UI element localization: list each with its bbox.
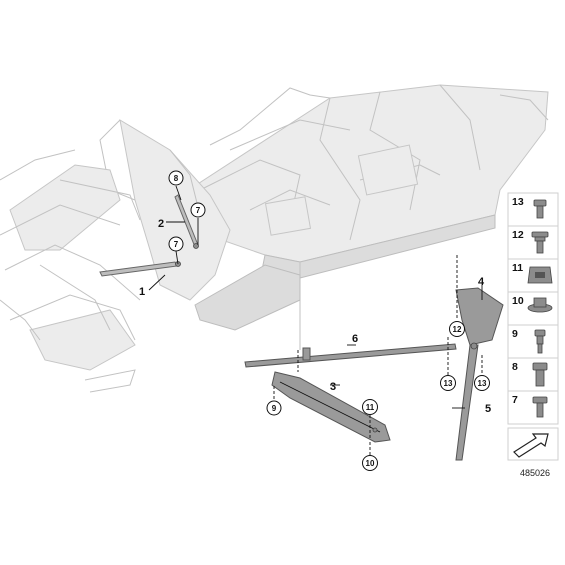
svg-text:7: 7 [196, 206, 201, 215]
flange-bolt-icon [531, 231, 549, 254]
circled-callouts: 8 7 7 9 11 10 12 13 [168, 170, 490, 471]
callout-5: 5 [485, 403, 491, 415]
callout-numbers: 1 2 3 4 5 6 [139, 218, 491, 415]
callout-1: 1 [139, 286, 145, 298]
svg-text:11: 11 [366, 403, 375, 412]
svg-text:13: 13 [444, 379, 453, 388]
svg-text:12: 12 [512, 229, 524, 241]
legend-row-10: 10 [507, 291, 559, 326]
part-4-bracket [455, 287, 504, 346]
circled-callout-9: 9 [266, 400, 282, 416]
part-6-cross-member [244, 343, 457, 368]
leader-lines [148, 185, 483, 455]
legend-row-12: 12 [507, 225, 559, 260]
svg-text:10: 10 [366, 459, 375, 468]
svg-text:12: 12 [453, 325, 462, 334]
svg-text:10: 10 [512, 295, 524, 307]
circled-callout-13-left: 13 [440, 375, 456, 391]
hex-bolt-icon [532, 362, 548, 387]
short-bolt-icon [532, 396, 548, 418]
legend-row-7: 7 [507, 390, 559, 425]
svg-text:13: 13 [512, 196, 524, 208]
svg-text:7: 7 [174, 240, 179, 249]
legend-row-9: 9 [507, 324, 559, 359]
circled-callout-7-lower: 7 [168, 236, 184, 252]
collar-nut-icon [527, 297, 553, 313]
legend-row-13: 13 [507, 192, 559, 227]
svg-text:9: 9 [512, 328, 518, 340]
part-5-support-strut [455, 342, 479, 461]
callout-6: 6 [352, 333, 358, 345]
clip-nut-icon [527, 266, 553, 284]
legend-row-11: 11 [507, 258, 559, 293]
vehicle-body-illustration [0, 84, 549, 393]
fastener-legend: 13 12 11 10 [507, 192, 559, 478]
legend-row-8: 8 [507, 357, 559, 392]
direction-arrow-icon [513, 433, 549, 458]
svg-text:7: 7 [512, 394, 518, 406]
circled-callout-13-right: 13 [474, 375, 490, 391]
reference-number: 485026 [520, 468, 550, 478]
circled-callout-12: 12 [449, 321, 465, 337]
part-3-underbody-panel [271, 371, 391, 443]
svg-text:11: 11 [512, 262, 523, 274]
circled-callout-8: 8 [168, 170, 184, 186]
shoulder-bolt-icon [534, 329, 546, 354]
callout-3: 3 [330, 381, 336, 393]
svg-text:8: 8 [512, 361, 518, 373]
circled-callout-11: 11 [362, 399, 378, 415]
svg-text:8: 8 [174, 174, 179, 183]
part-2-tension-strut [174, 194, 199, 249]
torx-bolt-icon [533, 199, 547, 219]
callout-4: 4 [478, 276, 485, 288]
circled-callout-7-upper: 7 [190, 202, 206, 218]
direction-arrow-box [507, 427, 559, 461]
callout-2: 2 [158, 218, 164, 230]
svg-text:13: 13 [478, 379, 487, 388]
svg-text:9: 9 [272, 404, 277, 413]
circled-callout-10: 10 [362, 455, 378, 471]
